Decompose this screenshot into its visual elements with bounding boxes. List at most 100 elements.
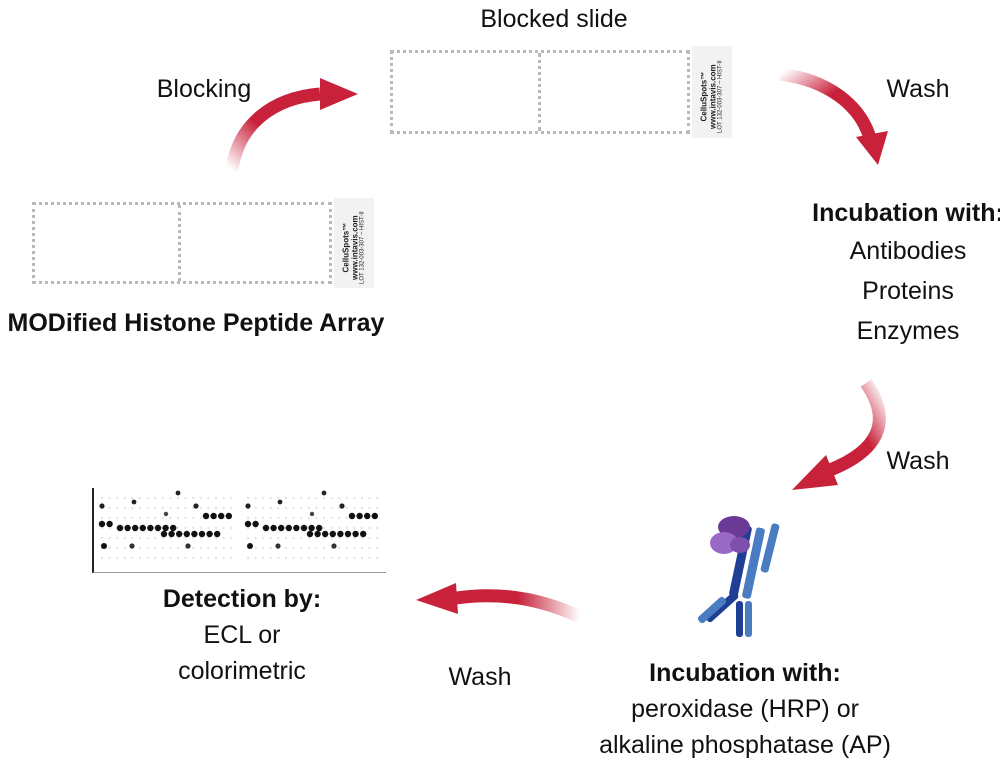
blot-spot	[307, 556, 310, 560]
blot-spot	[161, 546, 164, 550]
blot-spot	[163, 511, 169, 517]
blot-spot	[138, 516, 142, 520]
blot-spot	[192, 536, 195, 540]
blot-spot	[199, 506, 202, 510]
blot-spot	[338, 526, 341, 530]
blot-spot	[330, 516, 333, 520]
blot-spot	[100, 526, 104, 530]
blot-spot	[269, 546, 272, 550]
blot-spot	[222, 546, 225, 550]
blot-spot	[176, 546, 180, 550]
blot-spot	[247, 543, 253, 549]
blot-spot	[116, 506, 119, 510]
incubation2-line: peroxidase (HRP) or	[631, 695, 859, 723]
blot-spot	[322, 526, 326, 530]
blot-spot	[131, 496, 134, 500]
blot-spot	[230, 546, 233, 550]
blot-spot	[309, 511, 315, 517]
blot-spot	[116, 496, 119, 500]
blot-spot	[292, 516, 295, 520]
blot-spot	[214, 546, 218, 550]
blot-spot	[214, 530, 221, 538]
blot-spot	[360, 546, 364, 550]
blot-spot	[199, 516, 202, 520]
blot-spot	[315, 546, 318, 550]
detection-blot-image	[92, 488, 386, 573]
blot-spot	[169, 536, 172, 540]
blot-spot	[269, 496, 272, 500]
blot-spot	[138, 536, 142, 540]
blot-spot	[99, 503, 105, 509]
blot-spot	[146, 556, 149, 560]
blot-spot	[345, 536, 348, 540]
blot-spot	[222, 506, 225, 510]
slide-well-divider	[538, 53, 541, 131]
blot-spot	[254, 516, 257, 520]
blot-spot	[353, 526, 356, 530]
blot-spot	[353, 556, 356, 560]
blot-spot	[339, 503, 345, 509]
blot-spot	[199, 546, 202, 550]
blot-spot	[108, 516, 111, 520]
blot-spot	[368, 556, 371, 560]
blot-spot	[100, 496, 104, 500]
blot-spot	[254, 546, 257, 550]
blot-spot	[100, 516, 104, 520]
blot-spot	[214, 496, 218, 500]
blot-spot	[108, 506, 111, 510]
blot-spot	[307, 506, 310, 510]
detection-block: Detection by: ECL or colorimetric	[132, 584, 352, 686]
blot-spot	[252, 520, 259, 528]
blot-spot	[330, 536, 333, 540]
blot-spot	[222, 556, 225, 560]
blot-spot	[131, 499, 137, 505]
blot-spot	[329, 530, 336, 538]
blot-spot	[254, 506, 257, 510]
blot-spot	[292, 556, 295, 560]
blot-spot	[307, 516, 310, 520]
blot-spot	[292, 536, 295, 540]
blot-spot	[160, 530, 168, 538]
blocked-slide: CelluSpots™ www.intavis.com LOT 132-003-…	[386, 46, 732, 138]
blot-spot	[300, 546, 303, 550]
blot-spot	[116, 546, 119, 550]
blot-spot	[206, 530, 213, 538]
blot-spot	[262, 556, 265, 560]
blot-spot	[368, 496, 371, 500]
blot-spot	[101, 543, 107, 549]
blot-spot	[371, 512, 378, 520]
blot-spot	[262, 496, 265, 500]
blot-spot	[345, 526, 348, 530]
blot-spot	[269, 536, 272, 540]
incubation2-line: alkaline phosphatase (AP)	[599, 731, 891, 759]
blot-spot	[207, 496, 210, 500]
blot-spot	[322, 496, 326, 500]
blot-spot	[146, 496, 149, 500]
wash-label-3: Wash	[448, 663, 512, 691]
blot-spot	[131, 506, 134, 510]
blot-spot	[360, 536, 364, 540]
blot-spot	[123, 536, 126, 540]
blot-spot	[108, 496, 111, 500]
blot-spot	[277, 499, 283, 505]
blot-spot	[222, 496, 225, 500]
blot-spot	[214, 536, 218, 540]
blot-spot	[307, 536, 310, 540]
blot-spot	[353, 506, 356, 510]
blot-spot	[210, 512, 217, 520]
blot-spot	[184, 496, 187, 500]
blot-spot	[169, 546, 172, 550]
blot-spot	[222, 526, 225, 530]
blot-spot	[192, 526, 195, 530]
blot-spot	[132, 524, 139, 532]
blot-spot	[275, 543, 281, 549]
blot-spot	[199, 556, 202, 560]
blot-spot	[321, 490, 327, 496]
incubation1-line: Proteins	[862, 277, 954, 305]
blot-spot	[244, 520, 252, 528]
blot-spot	[338, 556, 341, 560]
blot-spot	[116, 516, 119, 520]
blot-spot	[230, 556, 233, 560]
blot-spot	[245, 503, 251, 509]
